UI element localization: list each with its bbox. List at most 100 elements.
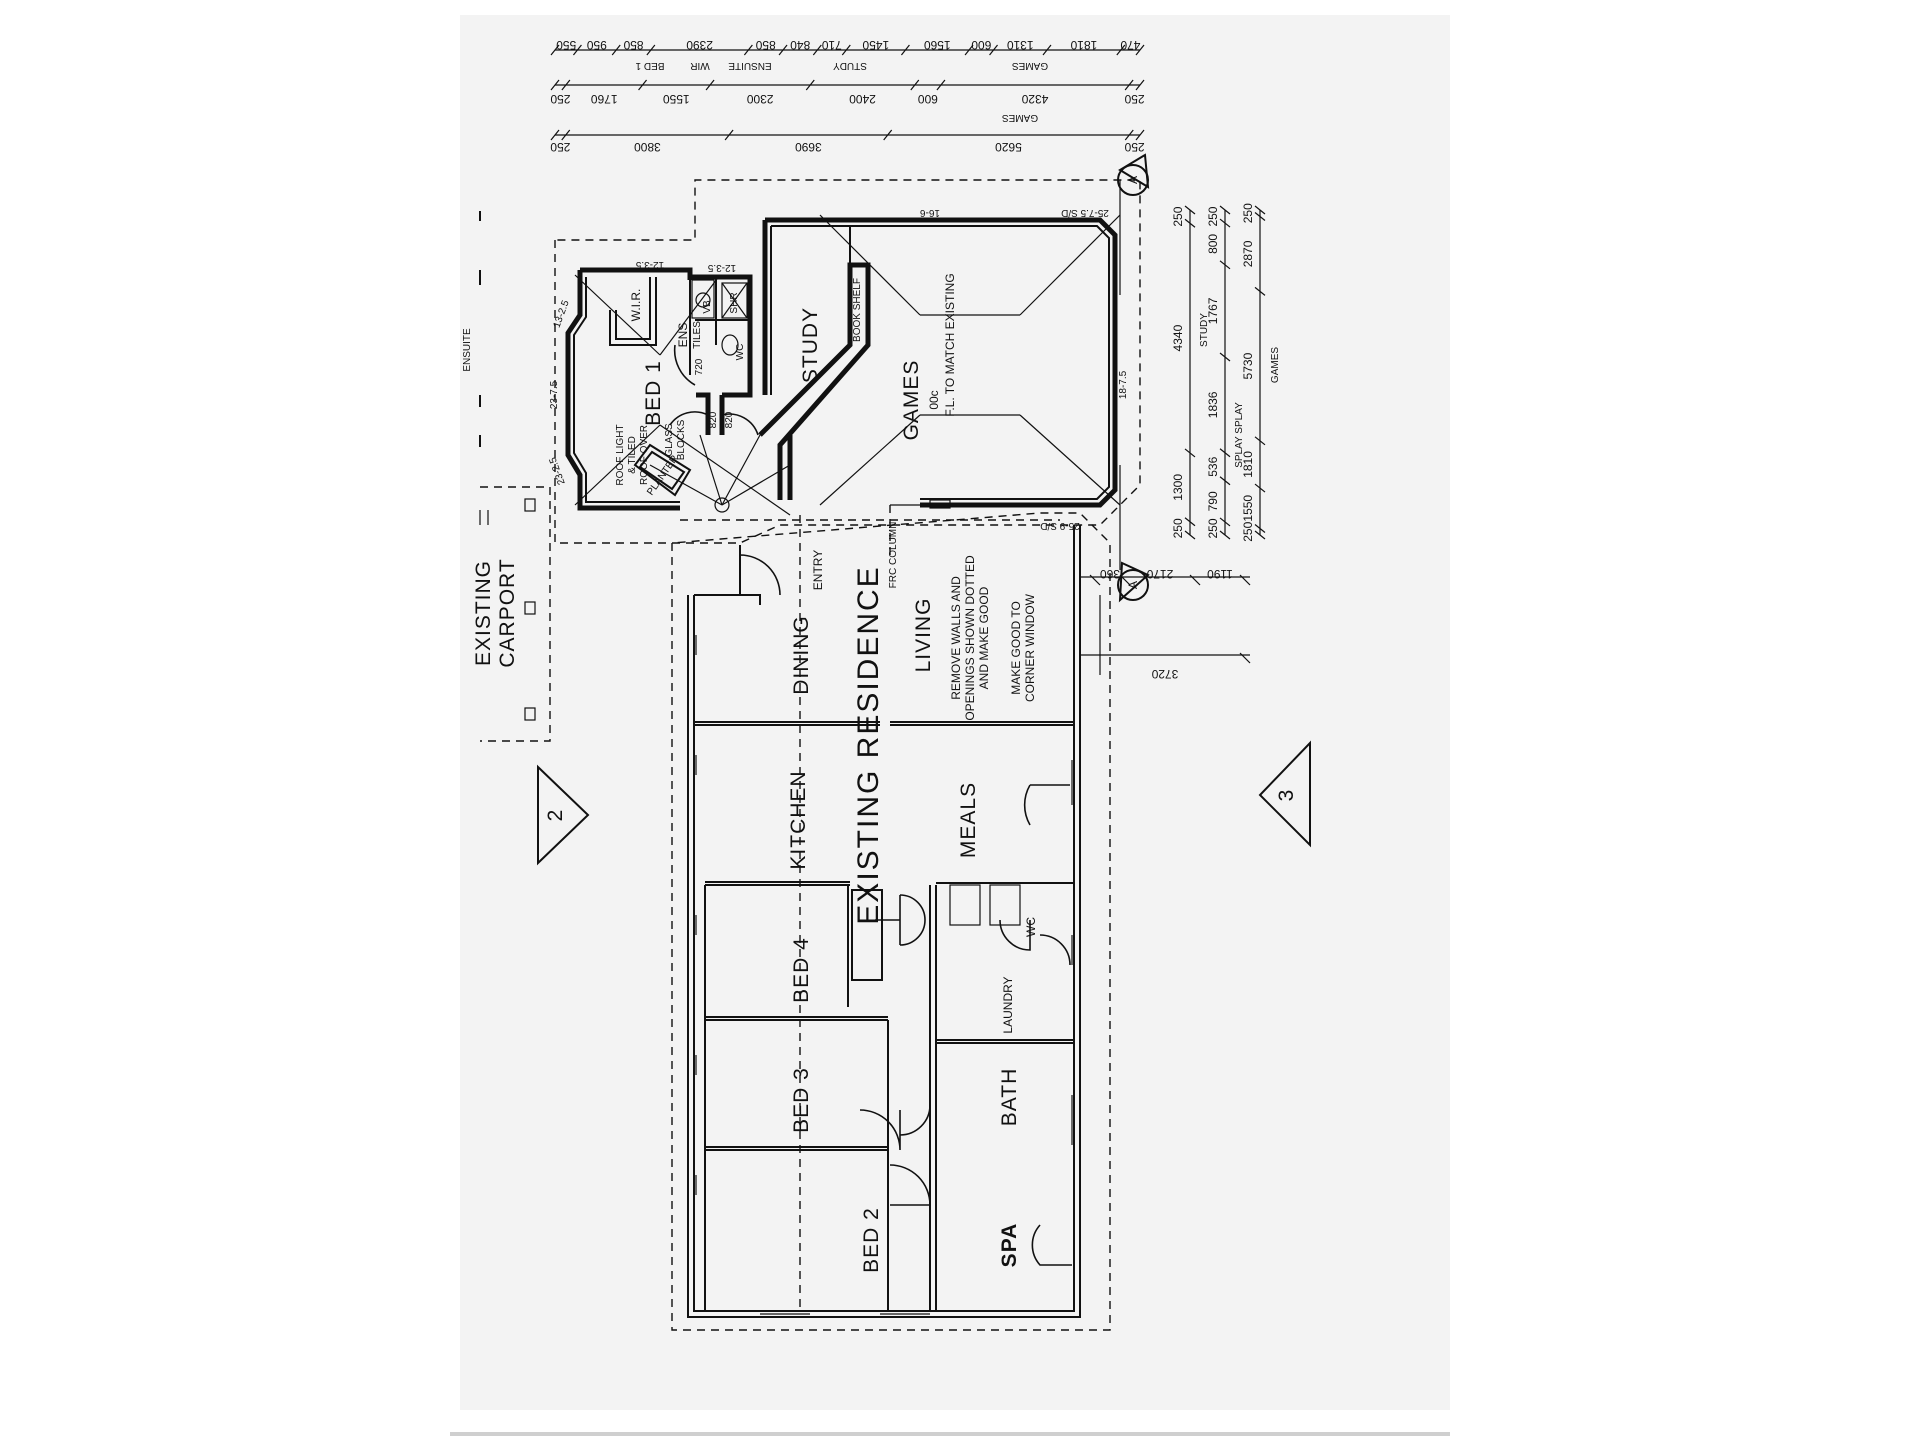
dimension-label: 250 [1124, 140, 1144, 154]
games-label: GAMES [900, 360, 923, 441]
dimension-label: 5730 [1241, 352, 1255, 379]
entry-label: ENTRY [811, 550, 825, 590]
ens-label: ENS [676, 323, 690, 348]
dimension-label: 850 [755, 38, 775, 52]
wc-ens-label: WC [735, 344, 746, 361]
dimension-label: 4340 [1171, 324, 1185, 351]
dimension-label: 1450 [862, 38, 889, 52]
glass-blocks-label-1: GLASS [664, 423, 675, 457]
dimension-label: 2400 [849, 92, 876, 106]
dimension-tick [964, 44, 974, 56]
dimensions-living [1080, 574, 1251, 675]
dimension-label: 250 [550, 92, 570, 106]
window-tag: 16-6 [920, 207, 940, 218]
dimension-tick [1219, 448, 1231, 458]
dimension-tick [778, 44, 788, 56]
dimension-label: 2870 [1241, 240, 1255, 267]
dimension-tick [812, 44, 822, 56]
dimension-tick [1219, 352, 1231, 362]
dimension-label: 250 [1171, 206, 1185, 226]
dimension-tick [1254, 530, 1266, 540]
window-tag: 25-7.5 S/D [1061, 207, 1109, 218]
dimension-tick [1254, 436, 1266, 446]
dimension-caption: ENSUITE [728, 60, 772, 71]
dimension-label: 1300 [1171, 474, 1185, 501]
dimension-caption: STUDY [833, 60, 867, 71]
right-dimension-labels: 2504340130025025080017671836536790250250… [1171, 203, 1281, 542]
dimension-tick [989, 44, 999, 56]
dimension-tick [1042, 44, 1052, 56]
dimension-label: 1190 [1207, 567, 1233, 581]
elevation-marker-3-label: 3 [1275, 789, 1298, 802]
section-marker-a-bottom [1117, 465, 1150, 603]
dimension-label: 1560 [924, 38, 951, 52]
meals-label: MEALS [957, 782, 980, 858]
dimension-tick [1184, 517, 1196, 527]
existing-residence [671, 512, 1111, 1331]
dimension-tick [1219, 517, 1231, 527]
dimension-tick [611, 44, 621, 56]
existing-carport-label-2: CARPORT [496, 558, 519, 667]
study-label: STUDY [799, 307, 822, 383]
dimension-label: 250 [1241, 203, 1255, 223]
dining-label: DINING [790, 615, 813, 695]
dimension-label: 950 [586, 38, 606, 52]
dimension-label: 470 [1120, 38, 1140, 52]
existing-residence-label: EXISTING RESIDENCE [852, 565, 885, 924]
drawing-sheet: EXISTING CARPORT ENSUITE EXISTING RESIDE… [460, 15, 1450, 1410]
dimension-tick [1254, 483, 1266, 493]
laundry-label: LAUNDRY [1001, 976, 1015, 1033]
dimension-ticks [1184, 205, 1266, 540]
glass-blocks-label-2: BLOCKS [676, 419, 687, 460]
fl-match-note: F.L. TO MATCH EXISTING [943, 273, 957, 416]
dimension-label: 250 [1206, 518, 1220, 538]
dimension-tick [910, 79, 920, 91]
dimension-label: 536 [1206, 456, 1220, 476]
dimension-caption: STUDY [1199, 313, 1210, 347]
dimension-label: 1550 [1241, 495, 1255, 522]
dimension-tick [1135, 79, 1145, 91]
section-marker-a-bottom-label: A [1126, 581, 1140, 589]
dimension-tick [883, 129, 893, 141]
dimension-tick [1184, 530, 1196, 540]
remove-walls-note-3: AND MAKE GOOD [977, 586, 991, 689]
dimension-label: 2300 [746, 92, 773, 106]
door-tag: 720 [694, 358, 705, 375]
wir-label: W.I.R. [629, 289, 643, 322]
dimension-label: 1550 [663, 92, 690, 106]
dimension-label: 250 [1171, 518, 1185, 538]
dimension-tick [1219, 218, 1231, 228]
dimension-tick [1219, 205, 1231, 215]
living-label: LIVING [912, 598, 935, 673]
roof-light-label-3: ROOF OVER [639, 425, 650, 485]
book-shelf-label: BOOK SHELF [852, 278, 863, 342]
dimension-tick [841, 44, 851, 56]
bed1-label: BED 1 [642, 360, 665, 426]
dimension-tick [724, 129, 734, 141]
vb-label: VB [702, 300, 713, 314]
dimension-tick [1124, 129, 1134, 141]
door-tag: 820 [724, 411, 735, 428]
dimension-tick [1219, 476, 1231, 486]
elevation-marker-2 [537, 764, 590, 866]
dimension-label: 250 [550, 140, 570, 154]
dimension-caption: SPLAY SPLAY [1234, 402, 1245, 468]
dimension-label: 600 [918, 92, 938, 106]
dimension-label: 790 [1206, 491, 1220, 511]
window-tag: 12-3.5 [635, 259, 664, 270]
dimension-label: 550 [556, 38, 576, 52]
window-tag: 25-9 S/D [1040, 520, 1079, 531]
dimension-tick [561, 79, 571, 91]
games-00c-label: 00c [927, 390, 941, 409]
dimension-label: 710 [821, 38, 841, 52]
kitchen-label: KITCHEN [787, 770, 810, 869]
shr-label: SHR [729, 292, 740, 313]
spa-label: SPA [998, 1223, 1021, 1268]
bed4-label: BED 4 [790, 937, 813, 1003]
remove-walls-note-1: REMOVE WALLS AND [949, 576, 963, 700]
dimension-tick [1124, 79, 1134, 91]
dimension-label: 250 [1124, 92, 1144, 106]
dimension-label: 3800 [634, 140, 661, 154]
dimension-label: 600 [971, 38, 991, 52]
dimension-ticks [550, 44, 1145, 141]
